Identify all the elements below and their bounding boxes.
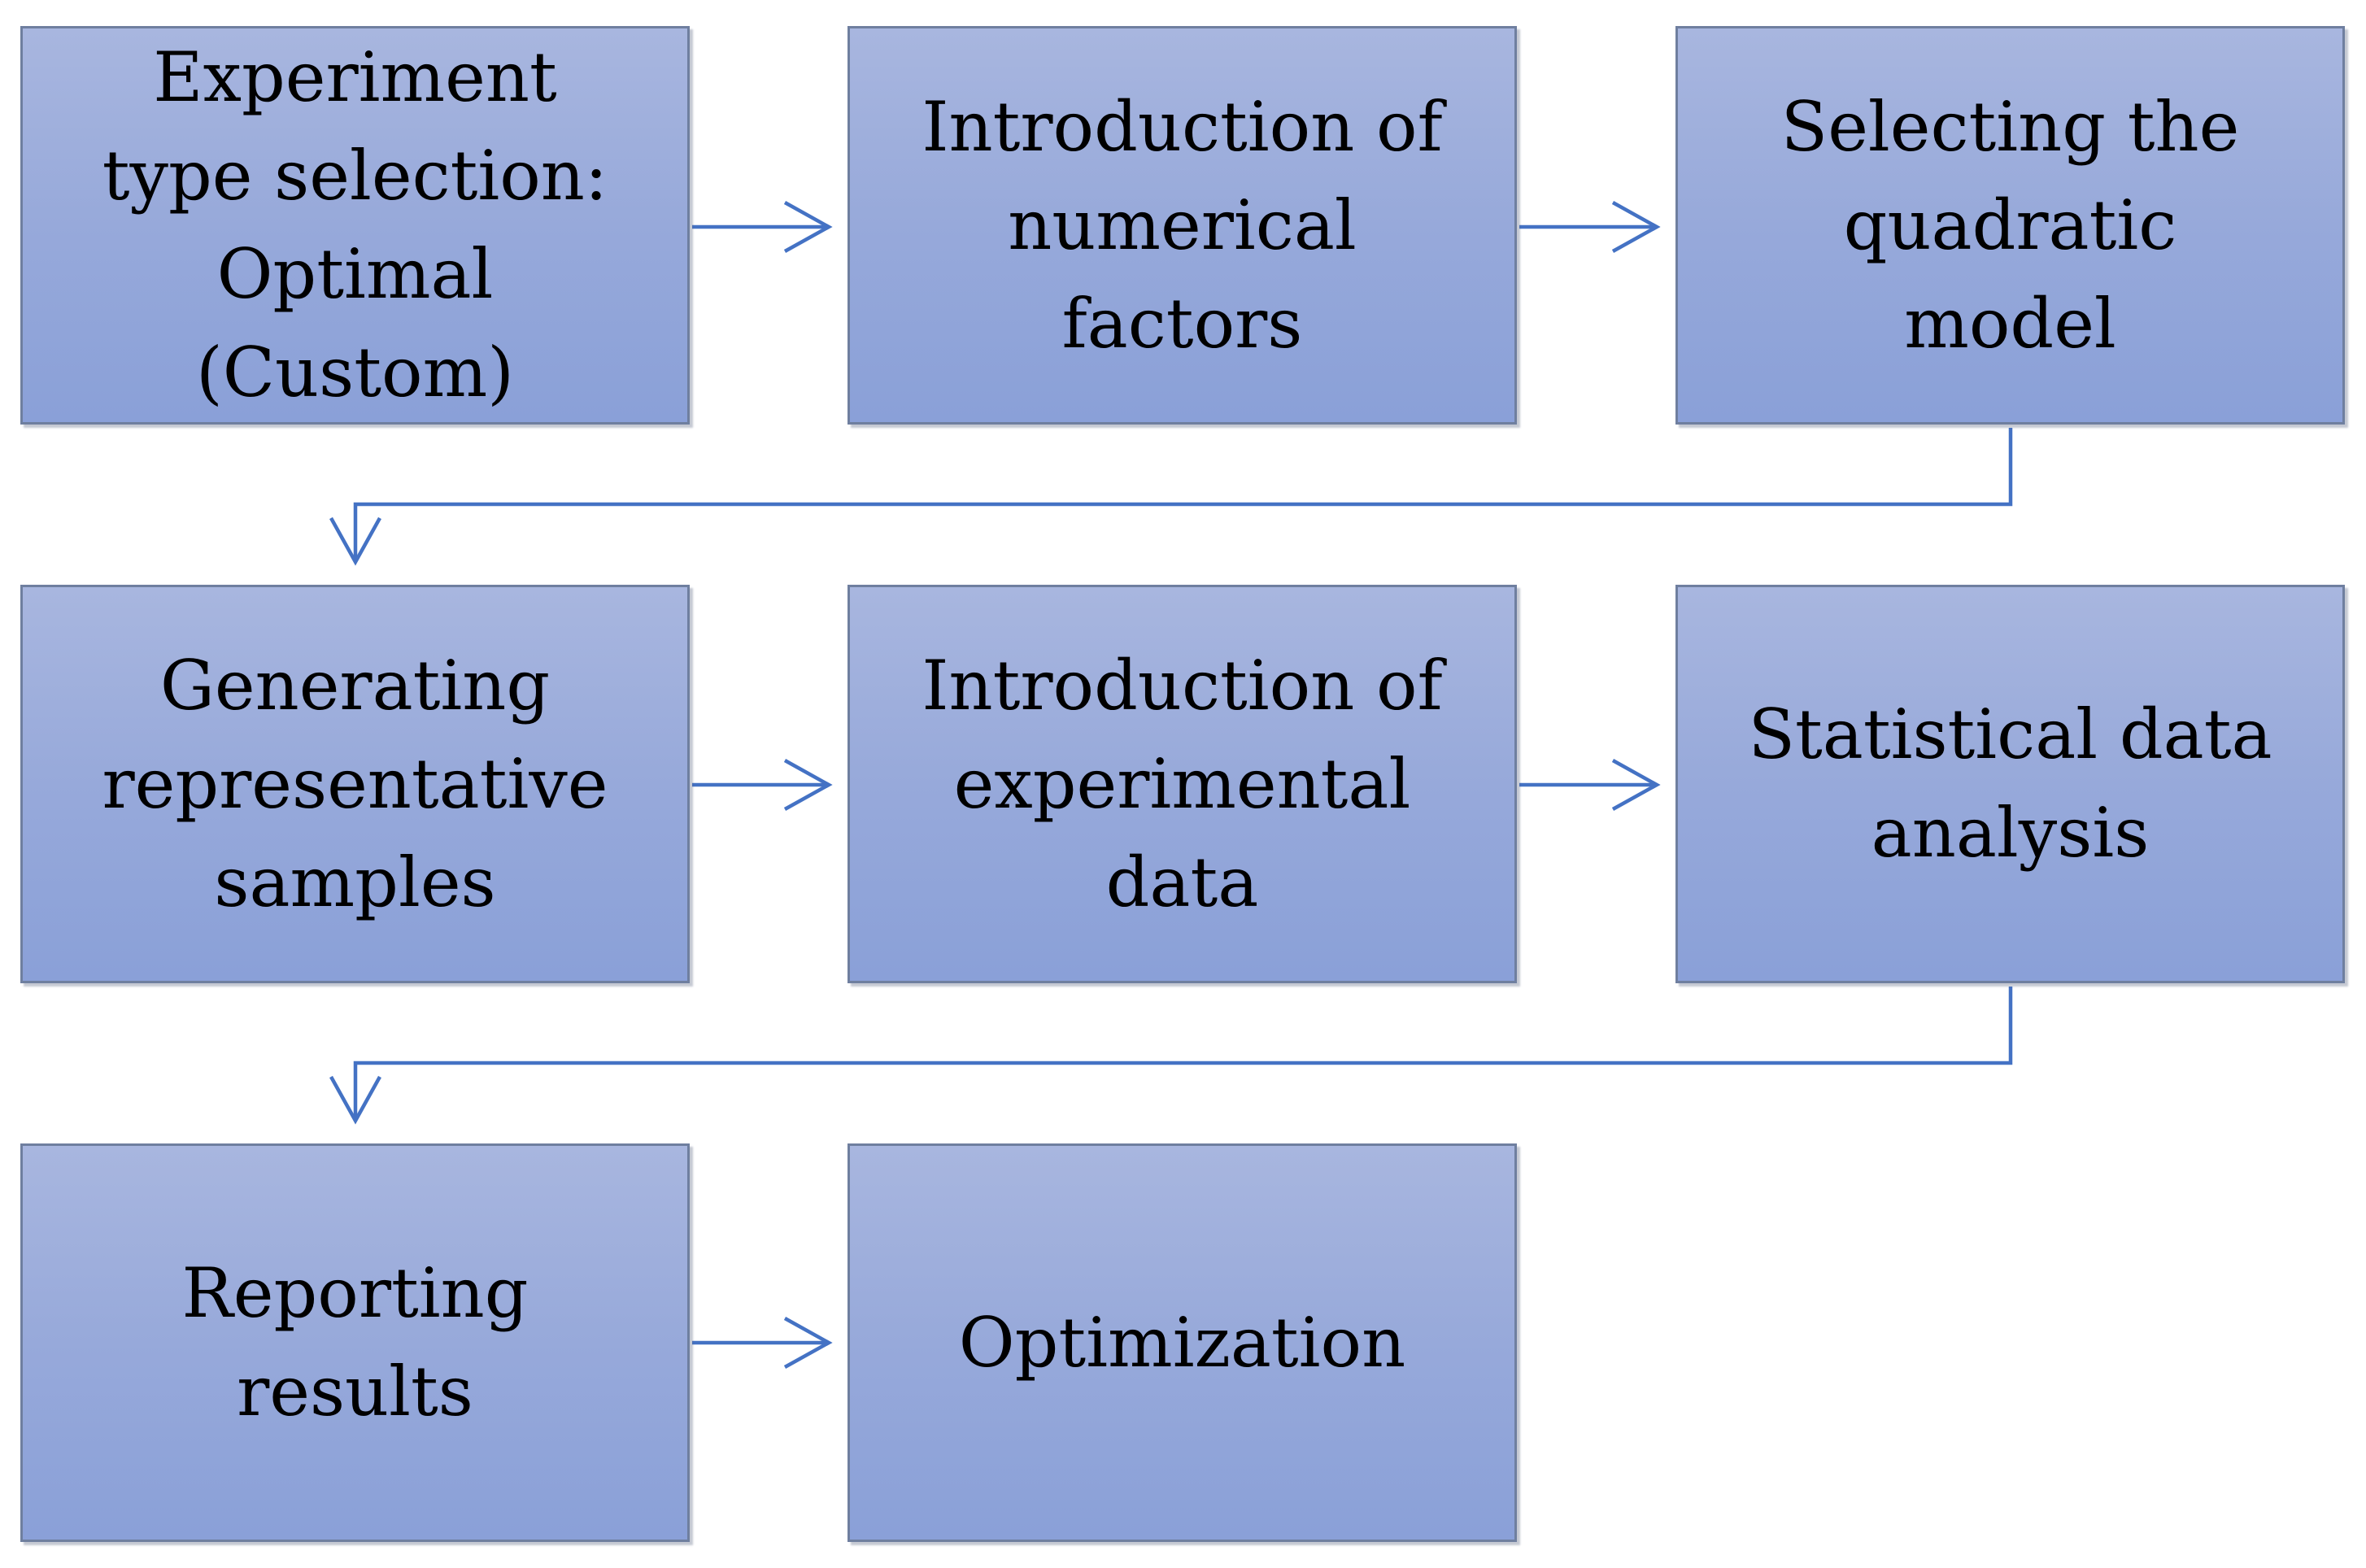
step-box-statistical-analysis: Statistical data analysis — [1675, 585, 2345, 983]
arrow-step4-to-step5 — [692, 759, 833, 811]
step-box-optimization: Optimization — [847, 1143, 1517, 1542]
step-label-reporting-results: Reporting results — [181, 1253, 529, 1431]
step-box-numerical-factors: Introduction of numerical factors — [847, 26, 1517, 425]
arrow-step2-to-step3 — [1519, 201, 1661, 253]
step-label-numerical-factors: Introduction of numerical factors — [922, 86, 1443, 364]
step-label-experiment-type: Experiment type selection: Optimal (Cust… — [102, 37, 608, 412]
arrow-step5-to-step6 — [1519, 759, 1661, 811]
arrow-step6-to-step7 — [329, 987, 2013, 1125]
step-box-experimental-data: Introduction of experimental data — [847, 585, 1517, 983]
arrow-step1-to-step2 — [692, 201, 833, 253]
step-box-reporting-results: Reporting results — [20, 1143, 690, 1542]
step-label-statistical-analysis: Statistical data analysis — [1748, 695, 2272, 873]
arrow-step7-to-step8 — [692, 1317, 833, 1369]
step-box-experiment-type: Experiment type selection: Optimal (Cust… — [20, 26, 690, 425]
step-box-quadratic-model: Selecting the quadratic model — [1675, 26, 2345, 425]
step-label-quadratic-model: Selecting the quadratic model — [1780, 86, 2240, 364]
arrow-step3-to-step4 — [329, 428, 2013, 566]
step-label-experimental-data: Introduction of experimental data — [922, 645, 1443, 922]
step-box-representative-samples: Generating representative samples — [20, 585, 690, 983]
step-label-optimization: Optimization — [958, 1302, 1406, 1383]
step-label-representative-samples: Generating representative samples — [102, 645, 608, 922]
